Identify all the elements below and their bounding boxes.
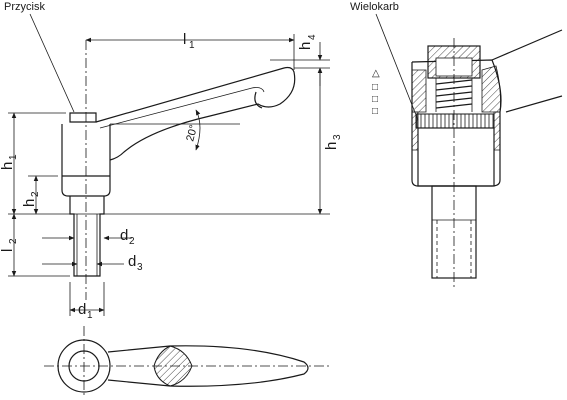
label-serration: Wielokarb xyxy=(350,1,399,13)
serration-ring xyxy=(415,113,495,129)
push-button-shape xyxy=(69,112,97,123)
label-l2: l xyxy=(0,249,16,252)
top-view xyxy=(44,326,330,398)
section-view xyxy=(375,13,563,290)
label-d1-sub: 1 xyxy=(87,310,93,321)
label-h3-sub: 3 xyxy=(332,134,343,140)
label-l2-sub: 2 xyxy=(8,238,19,244)
label-h1-sub: 1 xyxy=(8,154,19,160)
housing-hatch-right xyxy=(481,65,501,113)
hub-body xyxy=(61,124,111,197)
label-l1-sub: 1 xyxy=(189,40,195,51)
inner-hub xyxy=(417,127,495,187)
side-view xyxy=(8,13,330,316)
label-push-button: Przycisk xyxy=(4,1,45,13)
legend-glyph-square-3: □ xyxy=(372,106,378,117)
lever-arm xyxy=(95,66,296,161)
grip-end xyxy=(254,91,263,109)
push-button-leader xyxy=(29,13,75,113)
lever-outline-top xyxy=(107,345,309,387)
label-d1: d xyxy=(78,301,86,318)
legend-glyph-triangle: △ xyxy=(372,68,380,79)
legend-glyph-square-2: □ xyxy=(372,94,378,105)
legend-glyph-square-1: □ xyxy=(372,82,378,93)
label-h4-sub: 4 xyxy=(307,34,318,40)
section-lever-arm xyxy=(491,29,563,113)
label-d2-sub: 2 xyxy=(129,236,135,247)
label-angle: 20° xyxy=(184,124,200,143)
label-h2: h xyxy=(21,199,38,207)
label-h3: h xyxy=(323,142,340,150)
housing-hatch-left xyxy=(411,69,427,113)
label-d3-sub: 3 xyxy=(137,262,143,273)
housing-hatch-lower-right xyxy=(493,111,501,151)
label-h2-sub: 2 xyxy=(30,191,41,197)
label-h4: h xyxy=(297,42,314,50)
label-d2: d xyxy=(120,227,128,244)
label-d3: d xyxy=(128,253,136,270)
label-h1: h xyxy=(0,162,16,170)
label-l1: l xyxy=(183,31,186,48)
angle-arc xyxy=(195,109,201,151)
lever-arm-edge xyxy=(99,87,265,129)
serration-leader xyxy=(375,13,419,121)
